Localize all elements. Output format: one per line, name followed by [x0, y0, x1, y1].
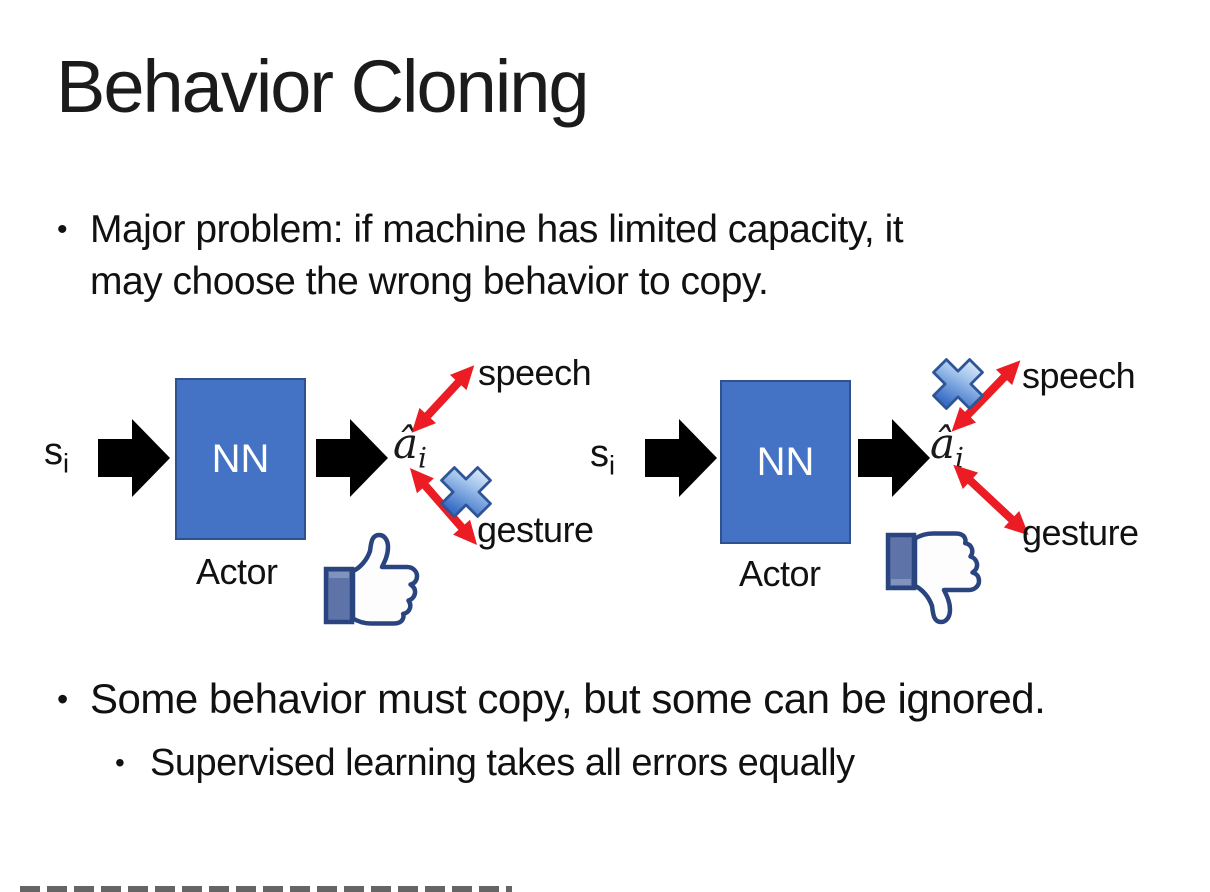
- bullet-supervised-text: Supervised learning takes all errors equ…: [150, 742, 855, 784]
- right-state-label: si: [590, 433, 615, 481]
- right-nn-box: NN: [720, 380, 851, 544]
- thumbs-down-icon: [885, 531, 982, 625]
- left-cross-icon: [440, 466, 492, 518]
- left-nn-label: NN: [211, 436, 270, 481]
- right-output-arrow-icon: [858, 419, 930, 497]
- bullet-some-behavior-text: Some behavior must copy, but some can be…: [90, 675, 1046, 722]
- bullet-major-problem-line2: may choose the wrong behavior to copy.: [90, 260, 769, 303]
- right-gesture-arrow-icon: [953, 464, 1029, 536]
- right-nn-label: NN: [756, 439, 815, 484]
- left-output-arrow-icon: [316, 419, 388, 497]
- left-state-label: si: [44, 431, 69, 479]
- left-input-arrow-icon: [98, 419, 170, 497]
- bullet-major-problem-text: Major problem: if machine has limited ca…: [90, 204, 904, 308]
- right-action-label: âi: [930, 419, 965, 475]
- bullet-dot: •: [57, 213, 68, 246]
- bullet-major-problem: • Major problem: if machine has limited …: [57, 204, 1137, 308]
- right-gesture-label: gesture: [1022, 512, 1139, 553]
- right-actor-label: Actor: [739, 553, 821, 594]
- right-speech-arrow-icon: [951, 360, 1021, 432]
- thumbs-up-icon: [323, 532, 420, 626]
- right-input-arrow-icon: [645, 419, 717, 497]
- left-speech-arrow-icon: [411, 365, 475, 433]
- left-nn-box: NN: [175, 378, 306, 540]
- right-cross-icon: [932, 358, 984, 410]
- left-actor-label: Actor: [196, 551, 278, 592]
- slide-title: Behavior Cloning: [56, 45, 590, 128]
- bullet-some-behavior: • Some behavior must copy, but some can …: [57, 672, 1177, 726]
- bullet-supervised: • Supervised learning takes all errors e…: [115, 738, 1135, 788]
- cropped-text-fragment: [20, 886, 512, 892]
- bullet-dot: •: [57, 681, 69, 717]
- bullet-dot: •: [115, 747, 125, 778]
- left-gesture-label: gesture: [477, 509, 594, 550]
- left-speech-label: speech: [478, 352, 592, 393]
- right-speech-label: speech: [1022, 355, 1136, 396]
- bullet-major-problem-line1: Major problem: if machine has limited ca…: [90, 208, 904, 251]
